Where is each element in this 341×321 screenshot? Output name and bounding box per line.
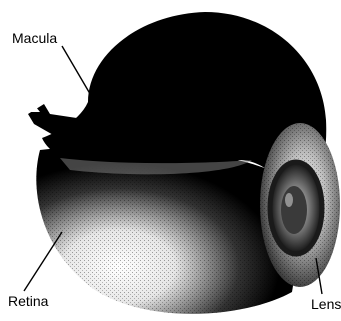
lens-label: Lens [311, 296, 341, 312]
retina-label: Retina [8, 293, 48, 309]
retina-leader-line [24, 232, 62, 291]
macula-label: Macula [12, 30, 57, 46]
macula-leader-line [62, 46, 96, 104]
lens-shape [281, 186, 307, 234]
